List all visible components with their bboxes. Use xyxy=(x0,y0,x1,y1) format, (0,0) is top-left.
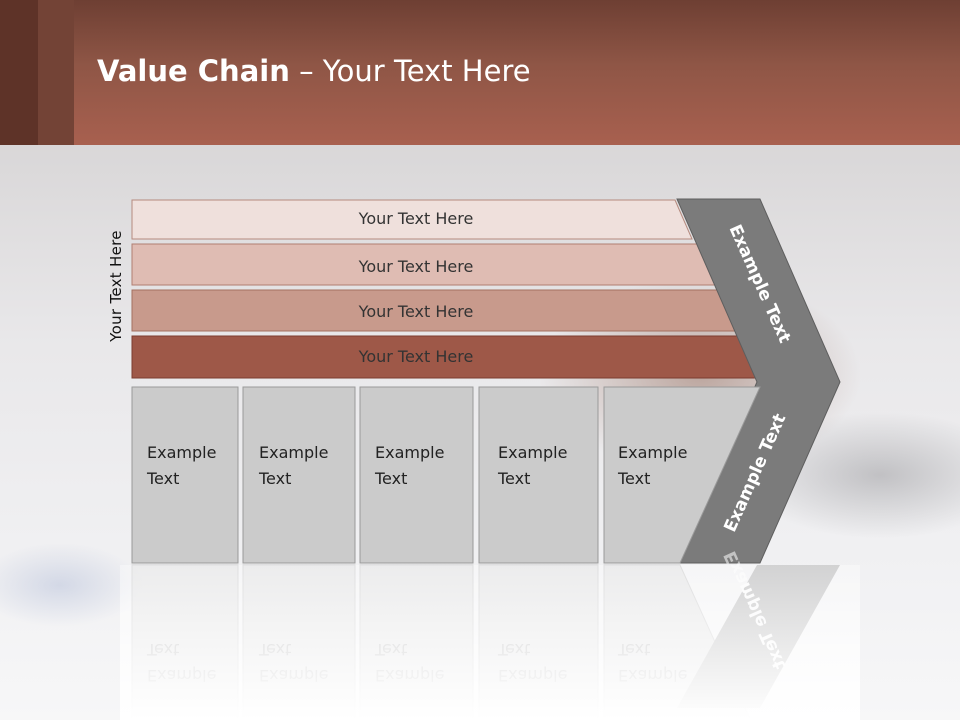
box-4[interactable] xyxy=(478,386,599,564)
box-4-line1: Example xyxy=(498,443,567,462)
bar-2-label: Your Text Here xyxy=(358,257,474,276)
reflection-fade xyxy=(120,565,860,720)
bar-1-label: Your Text Here xyxy=(358,209,474,228)
slide-title[interactable]: Value Chain – Your Text Here xyxy=(97,54,531,88)
box-1-line2: Text xyxy=(146,469,179,488)
bar-1[interactable] xyxy=(131,199,693,240)
bar-4-label: Your Text Here xyxy=(358,347,474,366)
box-5-line2: Text xyxy=(617,469,650,488)
box-2-line2: Text xyxy=(258,469,291,488)
title-rest: – Your Text Here xyxy=(289,54,531,88)
header-accent-strip xyxy=(0,0,38,145)
box-2[interactable] xyxy=(242,386,356,564)
header-banner: Value Chain – Your Text Here xyxy=(0,0,960,145)
title-bold: Value Chain xyxy=(97,54,290,88)
box-3-line2: Text xyxy=(374,469,407,488)
box-5[interactable] xyxy=(603,386,761,564)
box-4-line2: Text xyxy=(497,469,530,488)
box-1-line1: Example xyxy=(147,443,216,462)
header-accent-strip xyxy=(38,0,74,145)
box-2-line1: Example xyxy=(259,443,328,462)
box-3-line1: Example xyxy=(375,443,444,462)
box-1[interactable] xyxy=(131,386,239,564)
box-5-line1: Example xyxy=(618,443,687,462)
bar-3-label: Your Text Here xyxy=(358,302,474,321)
box-3[interactable] xyxy=(359,386,474,564)
